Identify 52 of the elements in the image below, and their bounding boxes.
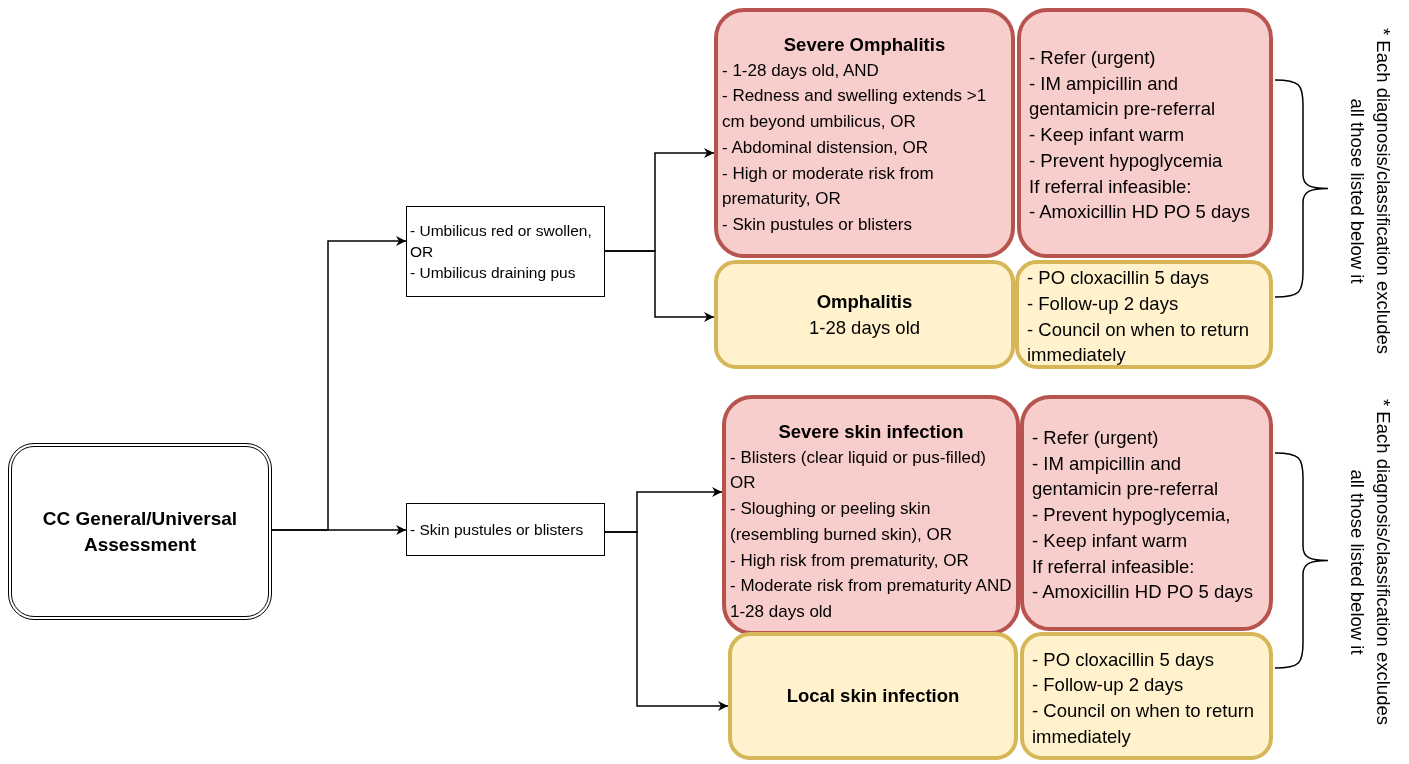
box-text: - Umbilicus draining pus [410,263,577,283]
note-text: * Each diagnosis/classification excludes all those listed below it [1346,27,1395,356]
box-text: - Council on when to return immediately [1027,317,1251,368]
box-text: - Blisters (clear liquid or pus-filled) OR [730,446,988,495]
box-text: 1-28 days old [808,315,921,340]
classification-box [728,632,1018,760]
arrow [271,525,407,535]
box-text: If referral infeasible: [1032,554,1196,579]
box-text: - High or moderate risk from prematurity, OR [722,162,935,211]
box-text: - Skin pustules or blisters [410,520,585,540]
terminator-box [8,443,272,620]
box-text: - Umbilicus red or swollen, OR [410,221,593,262]
severe-classification-box [1020,395,1273,631]
box-text: - IM ampicillin and gentamicin pre-referral [1029,71,1217,122]
severe-classification-box [722,395,1020,635]
classification-box [1020,632,1273,760]
note-text: * Each diagnosis/classification excludes all those listed below it [1346,398,1395,727]
box-text: - Prevent hypoglycemia, [1032,503,1232,528]
box-text: - Sloughing or peeling skin (resembling burned skin), OR [730,498,954,546]
box-text: - IM ampicillin and gentamicin pre-referral [1032,451,1220,502]
box-text: - Refer (urgent) [1029,46,1157,71]
box-text: - Abdominal distension, OR [722,136,929,159]
box-text: - Follow-up 2 days [1032,673,1185,698]
box-text: CC General/Universal Assessment [41,506,239,557]
severe-classification-box [1017,8,1273,258]
box-text: - Moderate risk from prematurity AND 1-28 days old [730,575,1012,623]
box-text: If referral infeasible: [1029,174,1193,199]
box-text: - Skin pustules or blisters [722,213,913,236]
severe-classification-box [714,8,1015,258]
box-text: - Council on when to return immediately [1032,699,1256,749]
classification-box [714,260,1015,369]
box-text: - Redness and swelling extends >1 cm beyond umbilicus, OR [722,85,988,134]
arrow [604,250,715,322]
box-text: - Follow-up 2 days [1027,291,1180,316]
condition-box [406,503,605,556]
box-text: - PO cloxacillin 5 days [1027,266,1210,291]
box-text: - Keep infant warm [1032,528,1189,553]
box-text: - Amoxicillin HD PO 5 days [1032,580,1255,605]
box-text: - High risk from prematurity, OR [730,549,970,572]
box-text: - Prevent hypoglycemia [1029,148,1224,173]
condition-box [406,206,605,297]
box-heading: Omphalitis [816,289,913,314]
classification-box [1015,260,1273,369]
box-heading: Severe skin infection [777,420,965,444]
box-text: - 1-28 days old, AND [722,59,880,82]
box-text: - Amoxicillin HD PO 5 days [1029,200,1252,225]
box-text: - PO cloxacillin 5 days [1032,647,1215,672]
box-heading: Local skin infection [786,684,960,708]
arrow [604,531,729,711]
box-heading: Severe Omphalitis [782,33,947,57]
box-text: - Keep infant warm [1029,123,1186,148]
box-text: - Refer (urgent) [1032,426,1160,451]
